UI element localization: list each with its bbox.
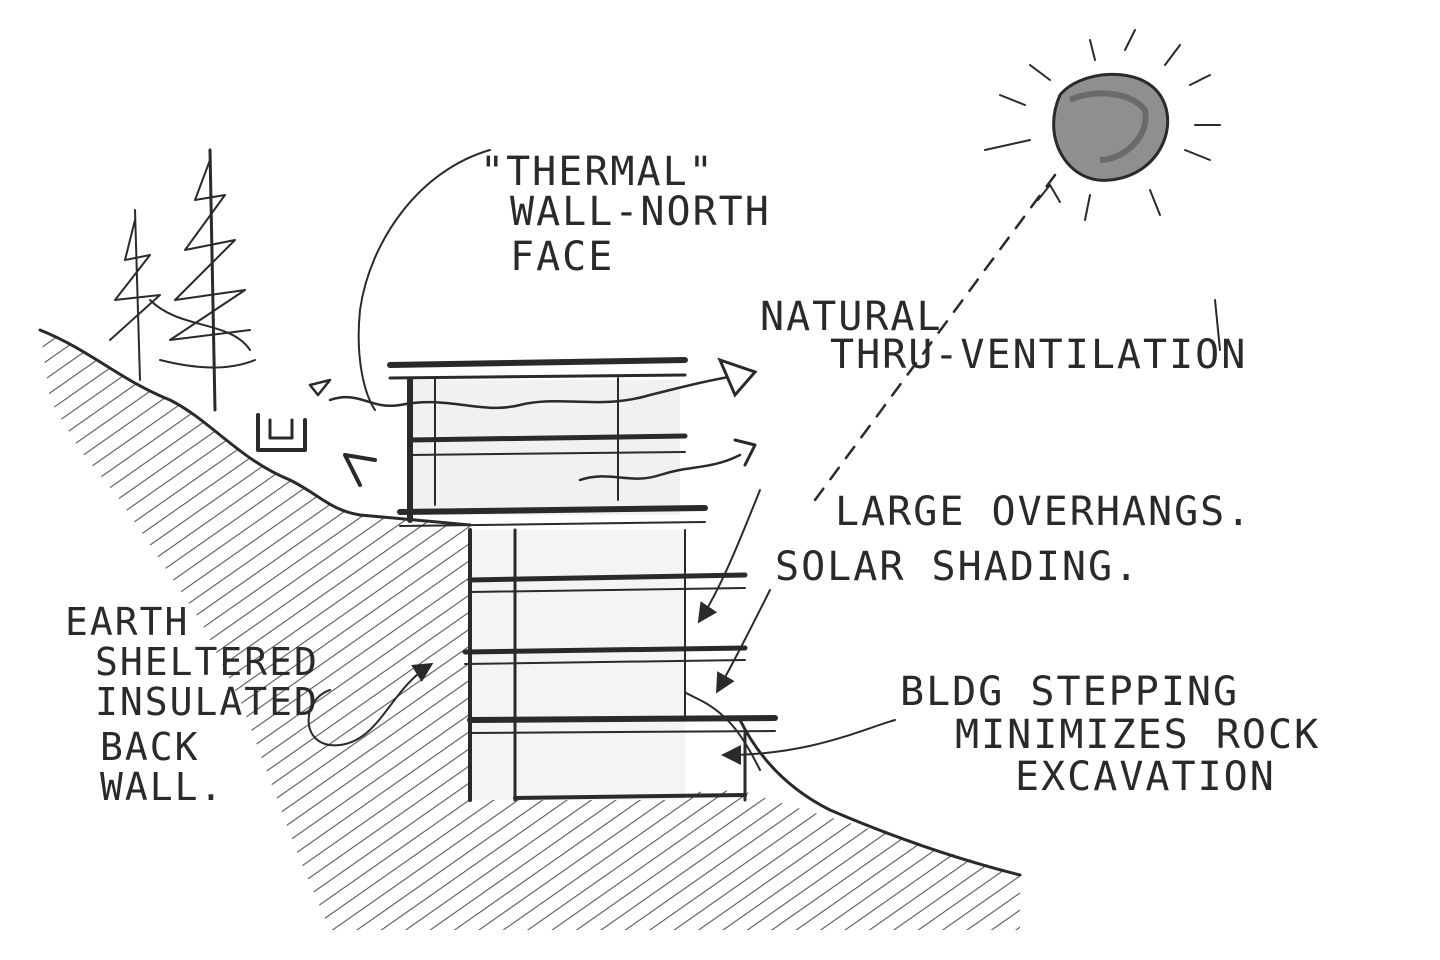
overhangs-line-1: LARGE OVERHANGS.	[835, 489, 1252, 535]
stepping-line-3: EXCAVATION	[1015, 754, 1276, 800]
sun-icon	[984, 29, 1221, 221]
label-thermal-wall: "THERMAL" WALL-NORTH FACE	[480, 149, 771, 280]
earth-line-2: SHELTERED	[95, 640, 319, 684]
tree-icon	[109, 148, 256, 412]
ventilation-flows	[308, 357, 758, 487]
thermal-line-3: FACE	[510, 234, 614, 280]
arrow-icon	[717, 357, 758, 398]
leader-lines	[307, 149, 1221, 765]
solar-ray	[813, 173, 1061, 502]
earth-line-5: WALL.	[100, 765, 224, 809]
ventilation-line-2: THRU-VENTILATION	[830, 332, 1247, 378]
vent-figure	[256, 413, 307, 452]
ventilation-line-1: NATURAL	[760, 294, 943, 340]
label-overhangs: LARGE OVERHANGS. SOLAR SHADING.	[775, 489, 1252, 590]
label-ventilation: NATURAL THRU-VENTILATION	[760, 294, 1247, 378]
earth-line-4: BACK	[100, 725, 200, 769]
earth-line-3: INSULATED	[95, 680, 319, 724]
building-lower-block	[462, 528, 778, 802]
overhangs-line-2: SOLAR SHADING.	[775, 544, 1140, 590]
thermal-line-1: "THERMAL"	[480, 149, 715, 195]
thermal-line-2: WALL-NORTH	[510, 189, 771, 235]
stepping-line-1: BLDG STEPPING	[900, 669, 1239, 715]
label-earth-sheltered: EARTH SHELTERED INSULATED BACK WALL.	[65, 600, 319, 809]
stepping-line-2: MINIMIZES ROCK	[955, 712, 1320, 758]
earth-line-1: EARTH	[65, 600, 189, 644]
label-stepping: BLDG STEPPING MINIMIZES ROCK EXCAVATION	[900, 669, 1320, 800]
building-upper-block	[387, 357, 708, 527]
